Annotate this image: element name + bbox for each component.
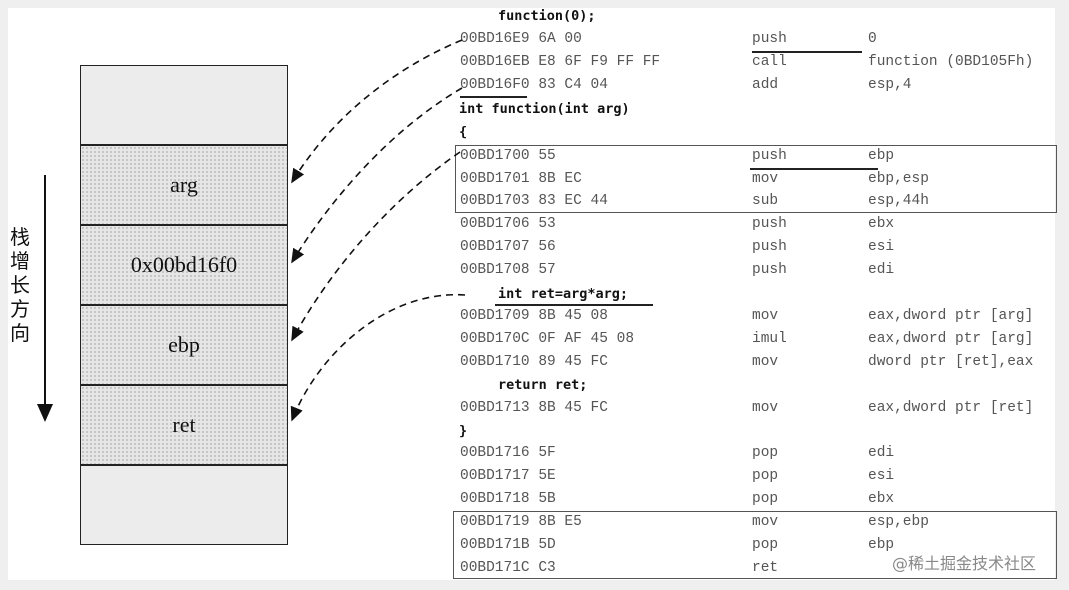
asm-mnemonic: mov [752, 171, 779, 187]
asm-mnemonic: push [752, 239, 787, 255]
asm-address: 00BD1713 8B 45 FC [460, 400, 608, 416]
asm-address: 00BD16F0 83 C4 04 [460, 77, 608, 93]
arrow-ret [290, 294, 466, 422]
asm-mnemonic: mov [752, 354, 779, 370]
stack-cell: ebp [80, 305, 288, 385]
asm-mnemonic: ret [752, 560, 779, 576]
asm-operand: eax,dword ptr [ret] [868, 400, 1034, 416]
asm-address: 00BD1706 53 [460, 216, 556, 232]
asm-mnemonic: pop [752, 468, 779, 484]
asm-mnemonic: add [752, 77, 779, 93]
asm-address: 00BD1719 8B E5 [460, 514, 582, 530]
asm-mnemonic: mov [752, 514, 779, 530]
source-line: int ret=arg*arg; [498, 286, 629, 302]
asm-mnemonic: pop [752, 491, 779, 507]
asm-mnemonic: sub [752, 193, 779, 209]
asm-address: 00BD1708 57 [460, 262, 556, 278]
asm-operand: ebx [868, 216, 895, 232]
asm-mnemonic: call [752, 54, 787, 70]
asm-mnemonic: pop [752, 537, 779, 553]
asm-mnemonic: push [752, 262, 787, 278]
watermark: @稀土掘金技术社区 [892, 554, 1037, 573]
asm-address: 00BD16E9 6A 00 [460, 31, 582, 47]
stack-cell [80, 465, 288, 545]
asm-address: 00BD1716 5F [460, 445, 556, 461]
asm-mnemonic: mov [752, 308, 779, 324]
asm-address: 00BD1710 89 45 FC [460, 354, 608, 370]
asm-mnemonic: push [752, 216, 787, 232]
source-line: } [459, 423, 468, 439]
asm-operand: esp,44h [868, 193, 929, 209]
underline-push-0 [752, 51, 862, 53]
source-line: function(0); [498, 8, 596, 24]
source-line: int function(int arg) [459, 101, 630, 117]
asm-mnemonic: pop [752, 445, 779, 461]
asm-operand: eax,dword ptr [arg] [868, 308, 1034, 324]
asm-operand: esp,4 [868, 77, 912, 93]
stack-cell: arg [80, 145, 288, 225]
asm-operand: ebp,esp [868, 171, 929, 187]
asm-operand: function (0BD105Fh) [868, 54, 1034, 70]
asm-address: 00BD1717 5E [460, 468, 556, 484]
stack-cell: ret [80, 385, 288, 465]
asm-operand: edi [868, 445, 895, 461]
arrow-arg [291, 39, 463, 184]
asm-address: 00BD171B 5D [460, 537, 556, 553]
asm-address: 00BD1709 8B 45 08 [460, 308, 608, 324]
stack-cell [80, 65, 288, 145]
source-line: return ret; [498, 377, 588, 393]
stack-direction-label: 栈增长方向 [10, 225, 30, 345]
asm-operand: edi [868, 262, 895, 278]
source-line: { [459, 124, 468, 140]
asm-operand: ebp [868, 537, 895, 553]
asm-operand: esp,ebp [868, 514, 929, 530]
asm-operand: esi [868, 468, 895, 484]
underline-return-address [460, 96, 527, 98]
prologue-box [455, 145, 1057, 213]
asm-operand: ebx [868, 491, 895, 507]
asm-address: 00BD1707 56 [460, 239, 556, 255]
asm-operand: dword ptr [ret],eax [868, 354, 1034, 370]
asm-address: 00BD16EB E8 6F F9 FF FF [460, 54, 661, 70]
asm-address: 00BD170C 0F AF 45 08 [460, 331, 635, 347]
asm-operand: 0 [868, 31, 877, 47]
underline-push-ebp [750, 168, 878, 170]
asm-address: 00BD1700 55 [460, 148, 556, 164]
asm-mnemonic: push [752, 31, 787, 47]
asm-address: 00BD171C C3 [460, 560, 556, 576]
asm-operand: ebp [868, 148, 895, 164]
underline-int-ret [495, 304, 653, 306]
arrow-return-address [291, 87, 463, 264]
asm-mnemonic: mov [752, 400, 779, 416]
asm-address: 00BD1701 8B EC [460, 171, 582, 187]
asm-address: 00BD1718 5B [460, 491, 556, 507]
asm-mnemonic: imul [752, 331, 787, 347]
asm-address: 00BD1703 83 EC 44 [460, 193, 608, 209]
asm-mnemonic: push [752, 148, 787, 164]
asm-operand: eax,dword ptr [arg] [868, 331, 1034, 347]
arrow-ebp [291, 151, 461, 342]
stack-cell: 0x00bd16f0 [80, 225, 288, 305]
asm-operand: esi [868, 239, 895, 255]
epilogue-box [453, 511, 1057, 579]
